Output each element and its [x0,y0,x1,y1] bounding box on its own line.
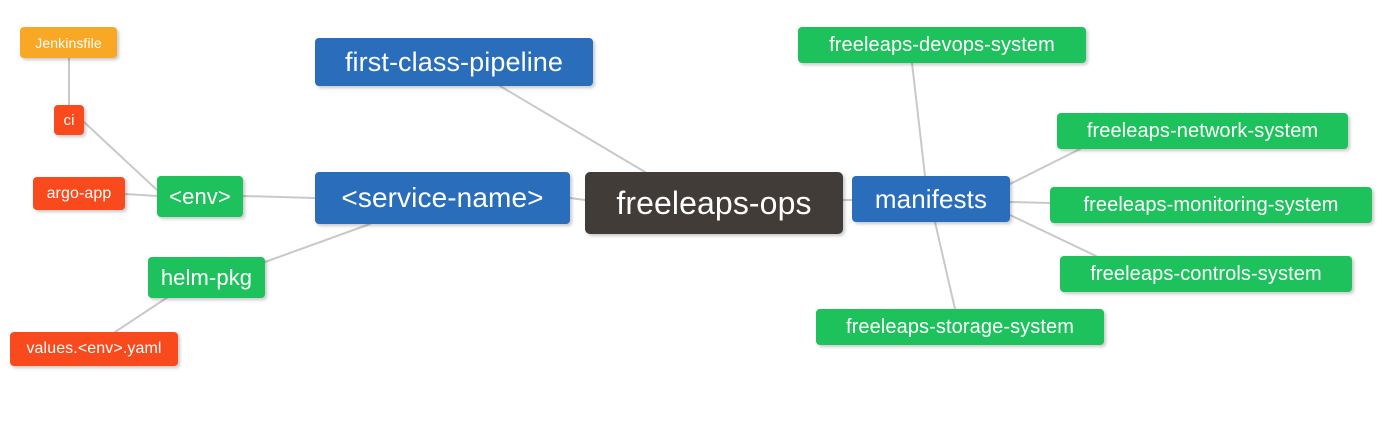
mindmap-node-env[interactable]: <env> [157,176,243,217]
edge-manifests-to-network-system [1009,148,1081,185]
mindmap-node-service-name[interactable]: <service-name> [315,172,570,224]
mindmap-node-manifests[interactable]: manifests [852,176,1010,222]
edge-service-name-to-helm-pkg [264,223,371,263]
mindmap-node-freeleaps-ops[interactable]: freeleaps-ops [585,172,843,234]
mindmap-node-storage-system[interactable]: freeleaps-storage-system [816,309,1104,345]
edge-helm-pkg-to-values-yaml [114,296,169,333]
mindmap-node-monitoring-system[interactable]: freeleaps-monitoring-system [1050,187,1372,223]
edge-argo-app-to-env [124,193,158,197]
mindmap-node-values-yaml[interactable]: values.<env>.yaml [10,332,178,366]
mindmap-node-controls-system[interactable]: freeleaps-controls-system [1060,256,1352,292]
edge-manifests-to-storage-system [934,221,956,310]
edge-manifests-to-monitoring-system [1009,201,1051,204]
mindmap-node-jenkinsfile[interactable]: Jenkinsfile [20,27,117,58]
mindmap-node-argo-app[interactable]: argo-app [33,177,125,210]
mindmap-node-first-class-pipeline[interactable]: first-class-pipeline [315,38,593,86]
edge-env-to-service-name [242,195,316,199]
mindmap-node-network-system[interactable]: freeleaps-network-system [1057,113,1348,149]
edge-service-name-to-freeleaps-ops [569,197,586,201]
edge-manifests-to-devops-system [911,62,926,177]
mindmap-node-devops-system[interactable]: freeleaps-devops-system [798,27,1086,63]
mindmap-node-ci[interactable]: ci [54,105,84,135]
mindmap-node-helm-pkg[interactable]: helm-pkg [148,257,265,298]
edge-first-class-pipeline-to-freeleaps-ops [499,85,646,173]
